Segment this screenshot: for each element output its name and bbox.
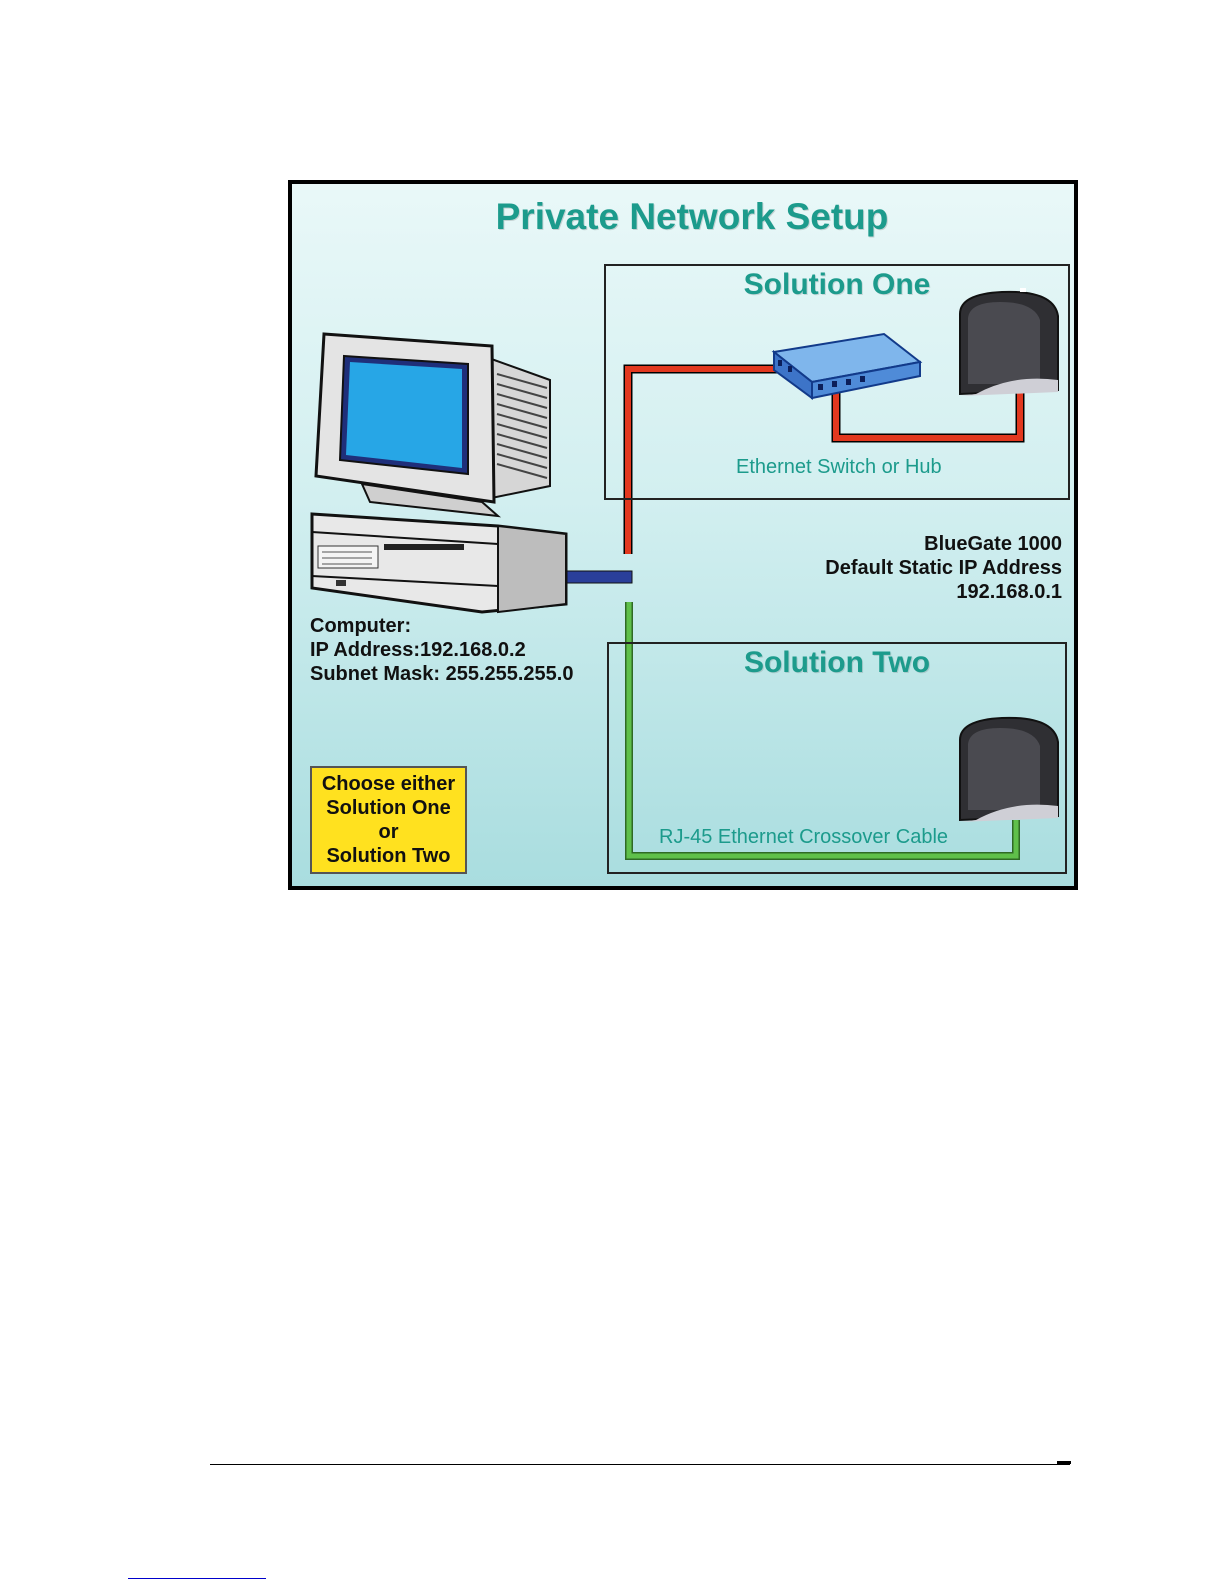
bluegate-name: BlueGate 1000 [825, 532, 1062, 556]
solution-two-title: Solution Two [609, 646, 1065, 680]
computer-ip: IP Address:192.168.0.2 [310, 638, 573, 662]
bluegate-ip-description: Default Static IP Address [825, 556, 1062, 580]
solution-one-title: Solution One [606, 268, 1068, 302]
blue-cable [562, 571, 632, 583]
solution-one-panel: Solution One Ethernet Switch or Hub [604, 264, 1070, 500]
crossover-cable-label: RJ-45 Ethernet Crossover Cable [659, 826, 948, 849]
ethernet-switch-label: Ethernet Switch or Hub [736, 456, 942, 479]
choose-line-2: Solution One [312, 796, 465, 820]
desktop-computer-icon [312, 334, 566, 612]
footer-rule [210, 1464, 1070, 1465]
choose-line-1: Choose either [312, 772, 465, 796]
solution-two-panel: Solution Two RJ-45 Ethernet Crossover Ca… [607, 642, 1067, 874]
footer-mark [1057, 1461, 1071, 1464]
bluegate-info: BlueGate 1000 Default Static IP Address … [825, 532, 1062, 604]
figure-title: Private Network Setup [292, 196, 1078, 238]
computer-heading: Computer: [310, 614, 573, 638]
computer-info: Computer: IP Address:192.168.0.2 Subnet … [310, 614, 573, 686]
choose-solution-note: Choose either Solution One or Solution T… [310, 766, 467, 874]
choose-line-3: or [312, 820, 465, 844]
computer-subnet: Subnet Mask: 255.255.255.0 [310, 662, 573, 686]
bluegate-ip: 192.168.0.1 [825, 580, 1062, 604]
bottom-link-underline [128, 1578, 266, 1579]
choose-line-4: Solution Two [312, 844, 465, 868]
network-setup-figure: Private Network Setup Solution One Ether… [288, 180, 1078, 890]
